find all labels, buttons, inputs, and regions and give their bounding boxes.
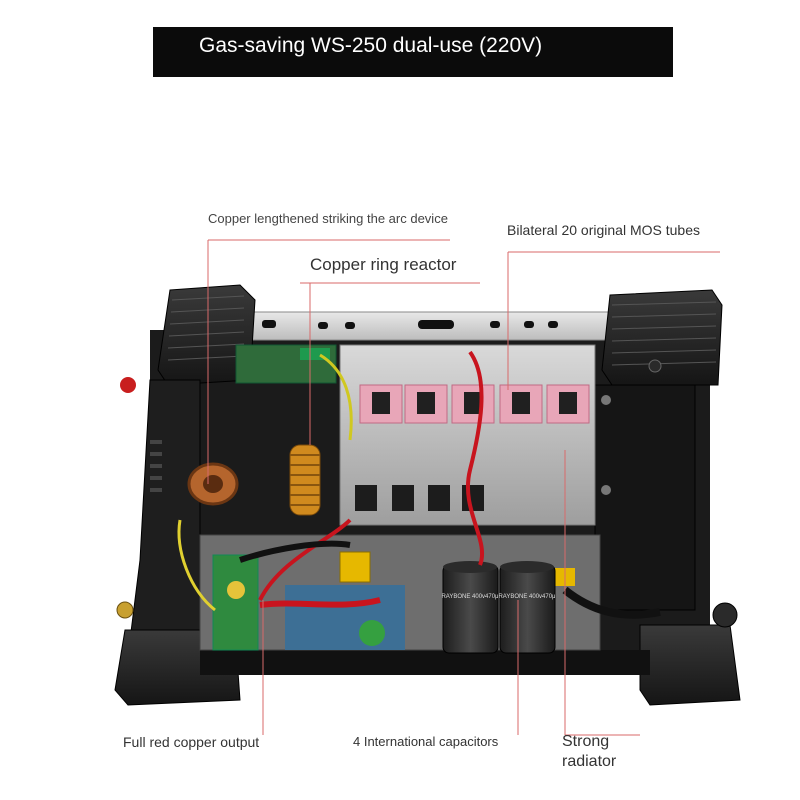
callout-capacitors: 4 International capacitors: [353, 734, 499, 749]
right-panel: [594, 384, 696, 611]
callout-lines: [207, 239, 720, 736]
reactor-windings: [290, 454, 320, 506]
transformer: [339, 551, 371, 583]
product-title: Gas-saving WS-250 dual-use (220V): [199, 34, 543, 57]
capacitor-2: [499, 564, 556, 654]
power-switch: [120, 377, 136, 393]
callout-mos-tubes: Bilateral 20 original MOS tubes: [507, 222, 700, 238]
capacitor-1: [442, 564, 499, 654]
callout-ring-reactor: Copper ring reactor: [310, 255, 457, 274]
title-banner: Gas-saving WS-250 dual-use (220V): [153, 27, 673, 77]
callout-arc-device: Copper lengthened striking the arc devic…: [208, 211, 448, 226]
power-cables: [177, 350, 661, 619]
right-handle: [601, 289, 723, 386]
capacitor-bank: [442, 561, 556, 654]
right-handle-grip: [611, 301, 717, 366]
callout-radiator: Strong radiator: [562, 733, 617, 770]
mos-tubes-upper: [372, 392, 577, 414]
mos-mount-pads: [359, 384, 590, 424]
mos-tubes-lower: [355, 485, 484, 511]
output-pcb: [212, 554, 259, 651]
base-rail: [200, 650, 650, 675]
driver-pcb: [285, 585, 405, 650]
output-terminal: [116, 601, 134, 619]
right-foot: [639, 624, 741, 706]
gas-connector: [712, 602, 738, 628]
copper-ring-reactor: [289, 444, 321, 516]
callout-copper-output: Full red copper output: [123, 734, 260, 750]
green-capacitor: [359, 620, 385, 646]
left-vent-slots: [150, 440, 162, 492]
left-frame: [129, 379, 201, 641]
